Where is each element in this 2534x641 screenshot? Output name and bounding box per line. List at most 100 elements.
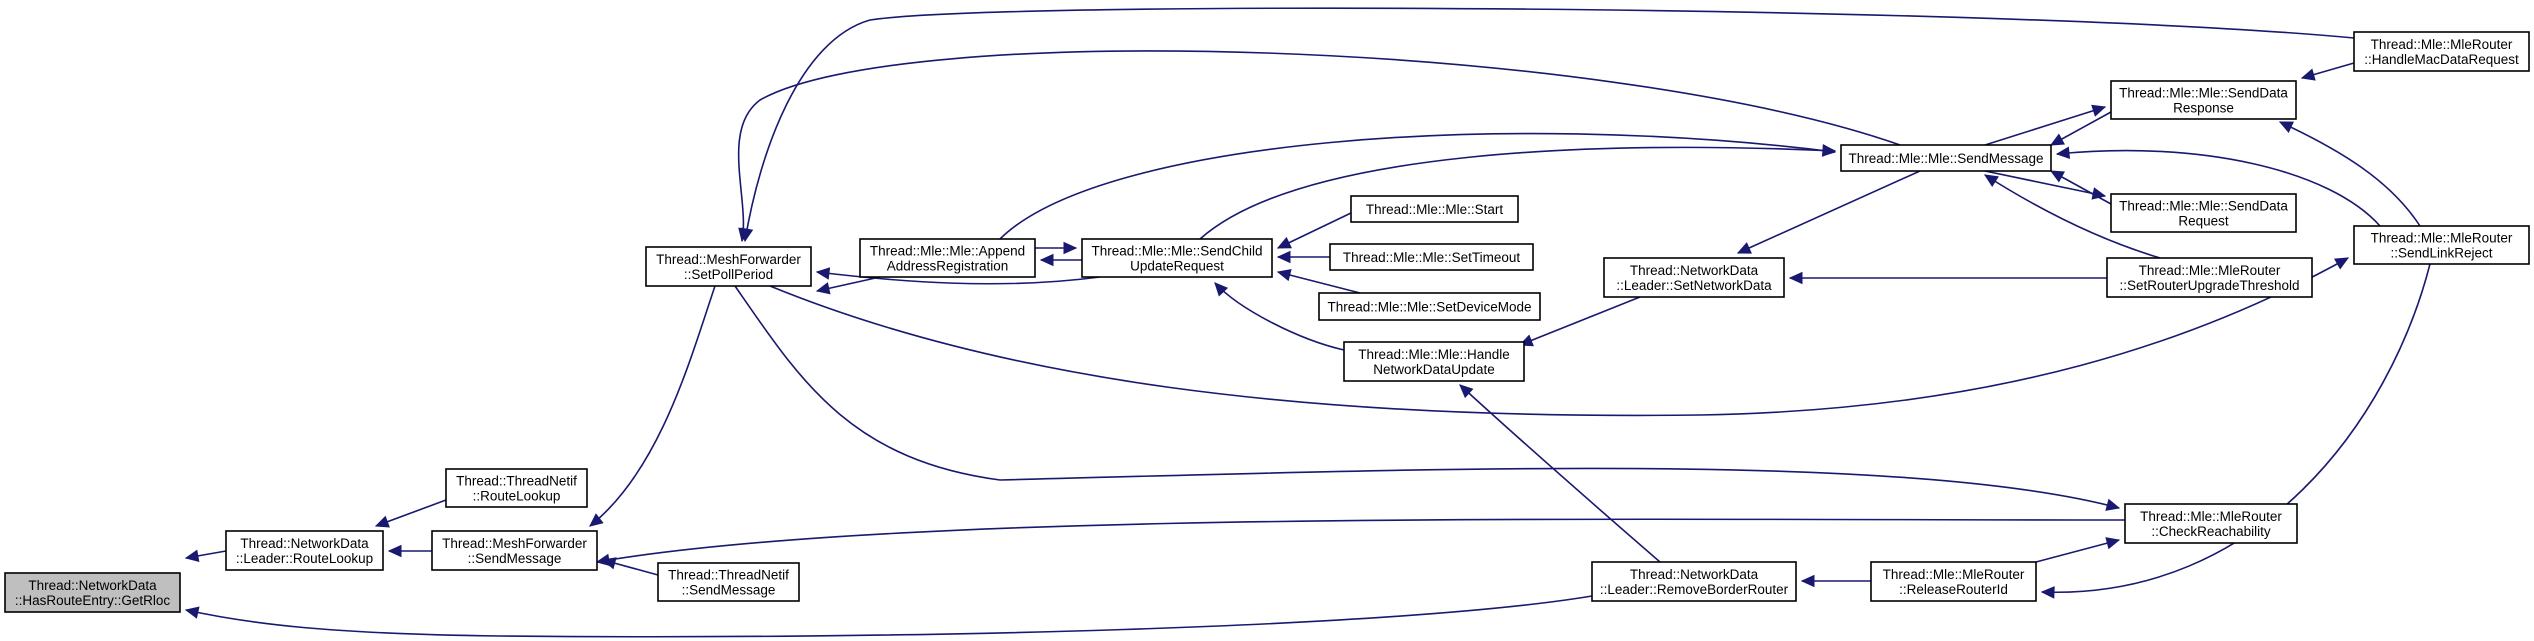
node-meshfwd_sendmessage[interactable]: Thread::MeshForwarder::SendMessage: [431, 530, 598, 571]
node-label: Thread::Mle::Mle::SendMessage: [1848, 151, 2043, 166]
node-removeborder[interactable]: Thread::NetworkData::Leader::RemoveBorde…: [1591, 561, 1797, 602]
node-box: [2110, 193, 2297, 233]
node-label: Thread::Mle::Mle::SetTimeout: [1343, 250, 1521, 265]
edge-mle_setdevicemode-to-sendchildupdate: [1276, 269, 1361, 294]
edge-setpollperiod-to-meshfwd_sendmessage: [589, 285, 716, 527]
node-label: NetworkDataUpdate: [1373, 362, 1495, 377]
arrowhead: [1788, 271, 1803, 285]
node-box: [1870, 561, 2037, 602]
node-label: Thread::Mle::Mle::Handle: [1358, 347, 1510, 362]
edge-mle_sendmessage-to-leader_setnetdata: [1736, 170, 1921, 254]
edge-line: [744, 7, 2355, 242]
node-setrouterupgrade[interactable]: Thread::Mle::MleRouter::SetRouterUpgrade…: [2106, 257, 2313, 298]
node-mle_start[interactable]: Thread::Mle::Mle::Start: [1350, 195, 1519, 223]
node-label: ::SetRouterUpgradeThreshold: [2119, 278, 2299, 293]
node-label: Thread::NetworkData: [1630, 263, 1759, 278]
nodes-layer: Thread::NetworkData::HasRouteEntry::GetR…: [4, 31, 2530, 613]
edge-line: [1214, 282, 1345, 351]
node-box: [645, 246, 812, 287]
edge-line: [1277, 271, 1361, 294]
node-label: Thread::Mle::MleRouter: [2371, 37, 2513, 52]
arrowhead: [595, 553, 611, 567]
edge-handlemacdatareq-to-senddata_response: [2300, 62, 2355, 81]
arrowhead: [1276, 269, 1292, 282]
node-label: ::SendLinkReject: [2390, 246, 2492, 261]
node-append_addrreg[interactable]: Thread::Mle::Mle::AppendAddressRegistrat…: [859, 238, 1036, 278]
edge-line: [185, 595, 1593, 638]
edge-sendchildupdate-to-setpollperiod: [815, 267, 1101, 285]
node-handle_netdataupdate[interactable]: Thread::Mle::Mle::HandleNetworkDataUpdat…: [1343, 341, 1525, 382]
edge-line: [816, 271, 1101, 285]
arrowhead: [815, 282, 831, 295]
node-leader_setnetdata[interactable]: Thread::NetworkData::Leader::SetNetworkD…: [1603, 257, 1785, 298]
node-label: Thread::Mle::MleRouter: [2140, 509, 2282, 524]
node-releaserouterid[interactable]: Thread::Mle::MleRouter::ReleaseRouterId: [1870, 561, 2037, 602]
edge-sendchildupdate-to-mle_sendmessage: [1199, 144, 1837, 240]
node-checkreach[interactable]: Thread::Mle::MleRouter::CheckReachabilit…: [2124, 503, 2298, 544]
node-label: Thread::ThreadNetif: [668, 568, 789, 583]
node-label: ::SetPollPeriod: [684, 267, 773, 282]
node-setpollperiod[interactable]: Thread::MeshForwarder::SetPollPeriod: [645, 246, 812, 287]
node-box: [1603, 257, 1785, 298]
node-box: [225, 530, 384, 571]
node-label: ::Leader::RouteLookup: [236, 551, 373, 566]
edge-setpollperiod-to-sendlinkreject: [769, 257, 2350, 417]
edge-append_addrreg-to-mle_sendmessage: [999, 132, 1837, 240]
edge-sendlinkreject-to-mle_sendmessage: [2055, 146, 2381, 227]
node-label: Thread::Mle::MleRouter: [1883, 567, 2025, 582]
node-box: [2106, 257, 2313, 298]
node-label: ::RouteLookup: [473, 489, 561, 504]
edge-removeborder-to-getrloc: [184, 595, 1593, 638]
arrowhead: [740, 227, 754, 243]
node-box: [4, 572, 181, 613]
node-getrloc[interactable]: Thread::NetworkData::HasRouteEntry::GetR…: [4, 572, 181, 613]
arrowhead: [1063, 241, 1078, 255]
edge-append_addrreg-to-sendchildupdate: [1035, 241, 1078, 255]
node-box: [1329, 243, 1534, 271]
arrowhead: [1822, 144, 1837, 157]
arrowhead: [1276, 236, 1292, 249]
arrowhead: [1736, 242, 1752, 254]
arrowhead: [184, 606, 200, 619]
edge-line: [2035, 539, 2120, 563]
node-box: [445, 468, 588, 508]
arrowhead: [2091, 104, 2107, 117]
node-mle_setdevicemode[interactable]: Thread::Mle::Mle::SetDeviceMode: [1318, 292, 1541, 321]
node-leader_routelookup[interactable]: Thread::NetworkData::Leader::RouteLookup: [225, 530, 384, 571]
edge-threadnetif_routelookup-to-leader_routelookup: [374, 499, 447, 528]
edge-mle_sendmessage-to-senddata_request: [1984, 170, 2107, 200]
node-sendlinkreject[interactable]: Thread::Mle::MleRouter::SendLinkReject: [2353, 225, 2530, 265]
edge-line: [737, 50, 1901, 242]
node-threadnetif_routelookup[interactable]: Thread::ThreadNetif::RouteLookup: [445, 468, 588, 508]
arrowhead: [2055, 146, 2071, 160]
node-box: [2353, 225, 2530, 265]
edge-releaserouterid-to-checkreach: [2035, 537, 2121, 563]
node-label: Thread::Mle::Mle::Append: [870, 244, 1025, 259]
edge-line: [2041, 263, 2431, 593]
node-mle_settimeout[interactable]: Thread::Mle::Mle::SetTimeout: [1329, 243, 1534, 271]
edge-line: [1277, 212, 1352, 249]
node-label: ::HasRouteEntry::GetRloc: [15, 593, 171, 608]
edge-line: [1199, 146, 1836, 240]
edges-layer: [184, 7, 2431, 638]
node-box: [1350, 195, 1519, 223]
node-threadnetif_sendmessage[interactable]: Thread::ThreadNetif::SendMessage: [657, 562, 800, 602]
node-label: Response: [2173, 101, 2234, 116]
edge-setrouterupgrade-to-leader_setnetdata: [1788, 271, 2107, 285]
edge-line: [2056, 149, 2381, 227]
node-handlemacdatareq[interactable]: Thread::Mle::MleRouter::HandleMacDataReq…: [2353, 31, 2530, 72]
arrowhead: [2049, 133, 2065, 146]
node-label: Thread::NetworkData: [240, 536, 369, 551]
edge-senddata_response-to-mle_sendmessage: [2049, 111, 2112, 146]
node-mle_sendmessage[interactable]: Thread::Mle::Mle::SendMessage: [1840, 144, 2052, 172]
node-label: Thread::Mle::Mle::Start: [1366, 202, 1504, 217]
arrowhead: [1459, 384, 1474, 399]
edge-line: [999, 132, 1836, 240]
node-box: [2124, 503, 2298, 544]
edge-line: [1737, 170, 1921, 254]
edge-leader_routelookup-to-getrloc: [184, 549, 227, 563]
